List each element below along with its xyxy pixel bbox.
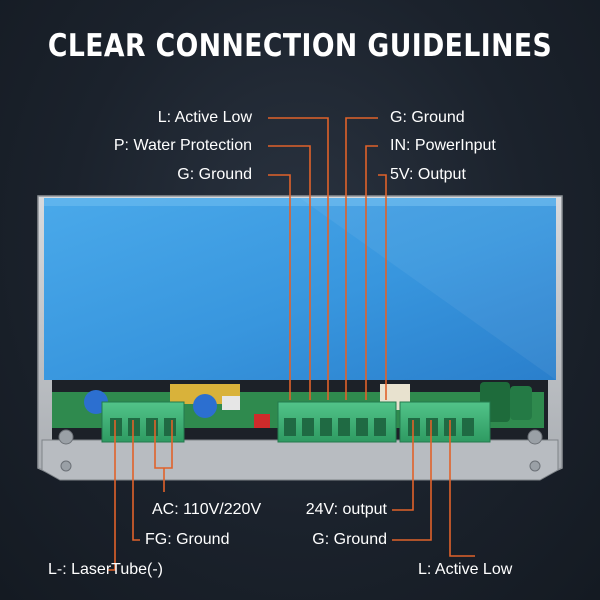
label-l-laser-tube: L-: LaserTube(-) (48, 561, 163, 578)
label-fg-ground: FG: Ground (145, 531, 230, 548)
label-ac-110-220: AC: 110V/220V (152, 501, 262, 518)
screw-icon (527, 429, 543, 445)
screw-icon (529, 460, 541, 472)
label-24v-output: 24V: output (305, 501, 387, 518)
label-g-ground-top-left: G: Ground (177, 166, 252, 183)
terminal-block-left (101, 401, 185, 443)
label-g-ground-bottom: G: Ground (312, 531, 387, 548)
screw-icon (60, 460, 72, 472)
label-g-ground-top-right: G: Ground (390, 109, 465, 126)
terminal-block-middle (277, 401, 397, 443)
label-l-active-low-top: L: Active Low (157, 109, 252, 126)
terminal-block-right (399, 401, 491, 443)
label-l-active-low-bottom: L: Active Low (418, 561, 513, 578)
screw-icon (58, 429, 74, 445)
label-5v-output: 5V: Output (390, 166, 466, 183)
label-in-power-input: IN: PowerInput (390, 137, 496, 154)
blue-cover (44, 198, 556, 380)
capacitor-icon (193, 394, 217, 418)
label-p-water-protection: P: Water Protection (113, 137, 252, 154)
leader-lines (108, 117, 475, 571)
page-title: CLEAR CONNECTION GUIDELINES (47, 28, 553, 64)
